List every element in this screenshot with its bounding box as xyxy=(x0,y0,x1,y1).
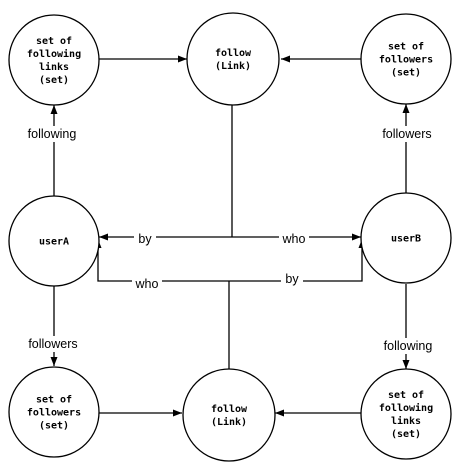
node-label-line: userA xyxy=(39,237,69,248)
node-label-line: followers xyxy=(379,55,433,66)
edge-label-who-lower: who xyxy=(135,277,159,291)
edge-label-following-left-top: following xyxy=(28,127,77,141)
edge-label-by-upper: by xyxy=(138,232,152,246)
edge-follow-bottom-by-userB xyxy=(229,239,366,282)
node-label-line: links xyxy=(391,415,421,427)
node-userA: userA xyxy=(8,195,100,287)
node-label-line: set of xyxy=(36,395,72,406)
edge-label-following-right-bottom: following xyxy=(384,339,433,353)
node-label-line: set of xyxy=(388,42,424,53)
node-label-line: set of xyxy=(388,390,424,401)
node-label-line: links xyxy=(39,61,69,73)
node-set-of-followers-bottom: set of followers (set) xyxy=(8,366,100,458)
node-label-line: (set) xyxy=(39,75,69,86)
node-userB: userB xyxy=(360,192,452,284)
edge-label-followers-right-top: followers xyxy=(382,127,431,141)
node-label-line: (set) xyxy=(39,421,69,432)
node-label-line: (Link) xyxy=(211,416,247,428)
node-label-line: follow xyxy=(215,48,252,59)
edge-follow-bottom-who-userA xyxy=(94,239,229,282)
node-follow-link-top: follow(Link) xyxy=(186,12,280,106)
node-set-of-followers-top: set of followers (set) xyxy=(360,13,452,105)
edge-label-followers-left-bottom: followers xyxy=(28,337,77,351)
node-label-line: (set) xyxy=(391,429,421,440)
node-label-line: (Link) xyxy=(215,60,251,72)
node-follow-link-bottom: follow(Link) xyxy=(182,368,276,462)
edge-labels: following followers followers following … xyxy=(22,126,438,354)
node-label-line: (set) xyxy=(391,68,421,79)
node-label-line: userB xyxy=(391,234,421,245)
node-label-line: follow xyxy=(211,404,248,415)
node-label-line: following xyxy=(379,402,433,414)
edge-label-who-upper: who xyxy=(282,232,306,246)
edges xyxy=(50,55,410,417)
node-label-line: following xyxy=(27,48,81,60)
node-label-line: set of xyxy=(36,36,72,47)
node-label-line: followers xyxy=(27,408,81,419)
edge-label-by-lower: by xyxy=(285,272,299,286)
